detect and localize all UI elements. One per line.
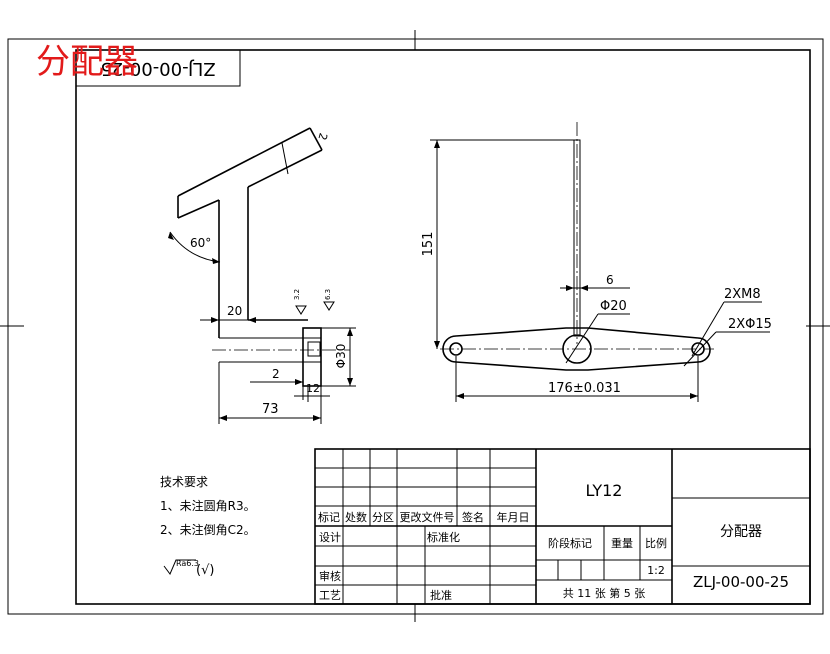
- rotated-number-box: [75, 49, 241, 87]
- svg-text:更改文件号: 更改文件号: [400, 510, 455, 524]
- roughness-icon: [163, 559, 196, 575]
- svg-text:3.2: 3.2: [293, 289, 301, 300]
- dim-6: 6: [606, 273, 614, 287]
- thread-2xm8: 2XM8: [724, 287, 761, 302]
- dim-20: 20: [227, 304, 242, 318]
- watermark-text: 分配器: [36, 42, 138, 82]
- tech-requirements: 技术要求 1、未注圆角R3。 2、未注倒角C2。 Ra6.3 (√): [160, 475, 256, 578]
- rotated-drawing-number: ZLJ-00-00-25: [100, 58, 215, 79]
- svg-text:2: 2: [315, 131, 329, 141]
- dim-73: 73: [262, 402, 279, 417]
- front-view: 151 6 Φ20 2XM8 2XΦ15 176±0.031: [421, 122, 772, 402]
- title-block: 标记 处数 分区 更改文件号 签名 年月日 设计 标准化 审核 工艺 批准 LY…: [314, 448, 811, 605]
- tech-line-1: 1、未注圆角R3。: [160, 498, 256, 513]
- angle-60: 60°: [190, 236, 211, 250]
- scale-text: 1:2: [647, 564, 665, 577]
- svg-text:重量: 重量: [611, 536, 633, 550]
- dim-176: 176±0.031: [548, 381, 621, 396]
- dim-2: 2: [272, 367, 280, 381]
- svg-text:审核: 审核: [319, 569, 341, 583]
- tech-line-2: 2、未注倒角C2。: [160, 522, 256, 537]
- dim-12: 12: [306, 382, 320, 395]
- outer-border: [7, 38, 824, 615]
- material-text: LY12: [586, 481, 623, 500]
- part-name: 分配器: [720, 524, 762, 540]
- svg-text:设计: 设计: [319, 531, 341, 544]
- svg-text:(√): (√): [196, 563, 214, 578]
- svg-text:年月日: 年月日: [497, 510, 530, 524]
- side-view: 60° 2 20 2 12 73 Φ30 3.2: [168, 127, 356, 424]
- sheet-info: 共 11 张 第 5 张: [563, 586, 645, 600]
- dia-20: Φ20: [600, 299, 627, 314]
- svg-text:标准化: 标准化: [427, 530, 460, 544]
- svg-text:批准: 批准: [430, 588, 452, 602]
- svg-text:工艺: 工艺: [319, 589, 341, 602]
- drawing-number: ZLJ-00-00-25: [693, 573, 789, 591]
- svg-text:比例: 比例: [645, 536, 667, 550]
- svg-text:签名: 签名: [462, 510, 484, 524]
- holes-2xd15: 2XΦ15: [728, 317, 772, 332]
- dim-151: 151: [421, 232, 436, 257]
- dia-30: Φ30: [334, 344, 348, 369]
- svg-text:Ra6.3: Ra6.3: [176, 559, 199, 568]
- svg-text:标记: 标记: [318, 510, 340, 524]
- svg-text:阶段标记: 阶段标记: [548, 536, 592, 550]
- tech-title: 技术要求: [160, 475, 208, 489]
- svg-text:分区: 分区: [372, 511, 394, 524]
- svg-text:处数: 处数: [345, 511, 367, 524]
- svg-text:6.3: 6.3: [324, 289, 332, 300]
